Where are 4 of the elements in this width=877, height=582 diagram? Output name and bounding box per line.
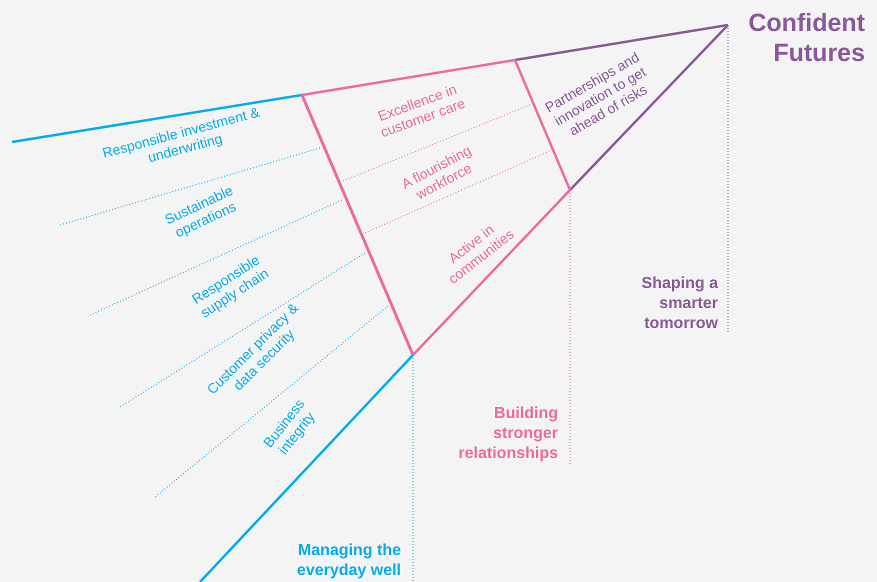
section-heading: Managing the everyday well [296, 541, 401, 581]
section-heading: Shaping a smarter tomorrow [640, 274, 718, 334]
section-heading: Building stronger relationships [457, 404, 558, 464]
title: Confident Futures [747, 8, 865, 68]
